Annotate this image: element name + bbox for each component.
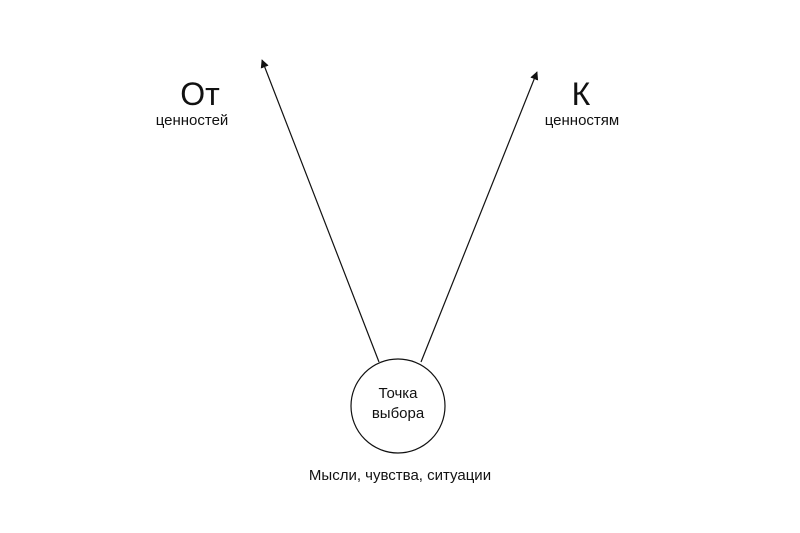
choice-point-circle <box>350 358 446 454</box>
choice-point-label: Точка выбора <box>351 384 445 424</box>
right-branch-subtitle: ценностям <box>544 112 620 129</box>
right-arrow <box>420 71 539 363</box>
diagram-caption: Мысли, чувства, ситуации <box>308 467 492 484</box>
right-branch-title: К <box>571 76 591 112</box>
choice-point-line-1: Точка <box>378 385 418 402</box>
choice-point-line-2: выбора <box>371 405 425 422</box>
left-branch-title: От <box>180 76 220 112</box>
left-branch-subtitle: ценностей <box>155 112 229 129</box>
left-arrow <box>260 59 380 363</box>
